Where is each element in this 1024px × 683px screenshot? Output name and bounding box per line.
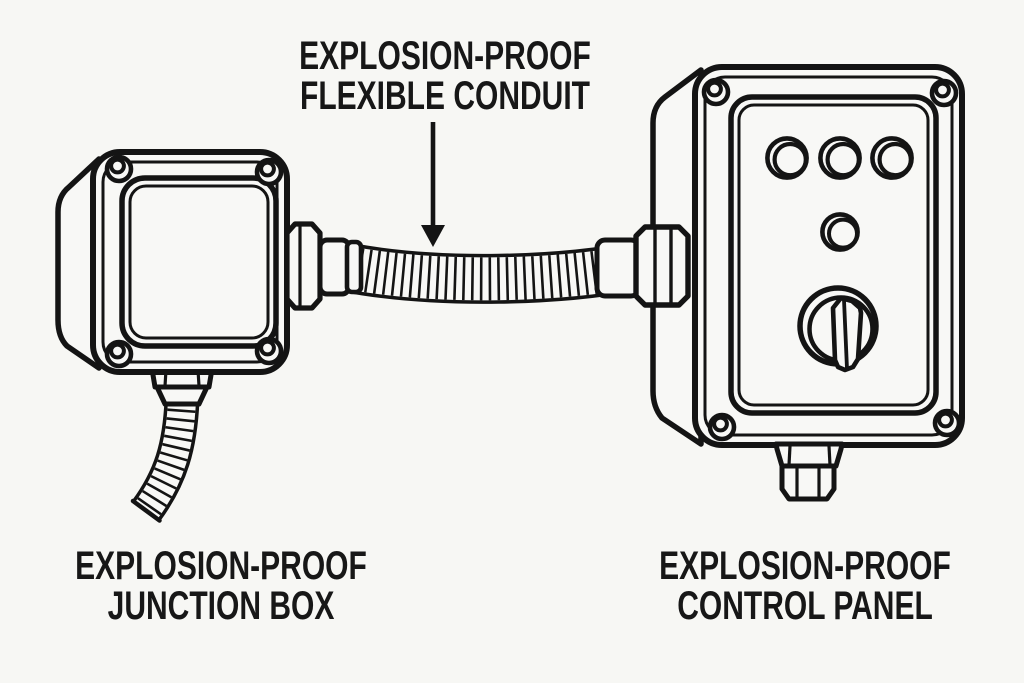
callout-junction-box-line1: EXPLOSION-PROOF (75, 544, 367, 588)
conduit-left-fitting (284, 221, 364, 311)
corner-screw-icon (257, 339, 281, 363)
fitting-collar (317, 237, 352, 297)
indicator-light-icon (767, 138, 806, 177)
callout-flexible-conduit: EXPLOSION-PROOF FLEXIBLE CONDUIT (299, 36, 591, 116)
control-panel-cover-bevel (703, 75, 954, 437)
hex-nut (633, 224, 691, 308)
junction-box-inner-panel-bevel (128, 184, 270, 340)
corner-screw-icon (710, 415, 734, 439)
fitting-ring (344, 239, 364, 295)
conduit-right-fitting (594, 224, 691, 308)
callout-flexible-conduit-line1: EXPLOSION-PROOF (299, 34, 591, 78)
control-panel-drawing (650, 64, 965, 502)
corner-screw-icon (107, 342, 131, 366)
junction-drop-conduit-drawing (130, 399, 200, 523)
rotary-switch (797, 285, 879, 373)
corner-screw-icon (935, 411, 959, 435)
fitting-ferrule (594, 237, 642, 299)
callout-control-panel: EXPLOSION-PROOF CONTROL PANEL (659, 546, 951, 626)
corner-screw-icon (704, 80, 728, 104)
corner-screw-icon (257, 160, 281, 184)
hex-nut (284, 221, 323, 311)
callout-control-panel-line2: CONTROL PANEL (677, 584, 933, 628)
callout-flexible-conduit-line2: FLEXIBLE CONDUIT (299, 74, 590, 118)
down-arrow-icon (421, 122, 445, 247)
junction-box-inner-panel (119, 175, 279, 349)
corner-screw-icon (932, 81, 956, 105)
corner-screw-icon (107, 157, 131, 181)
drop-conduit-end-cut (130, 498, 162, 523)
callout-junction-box-line2: JUNCTION BOX (107, 584, 335, 628)
pilot-light-icon (820, 212, 860, 252)
control-panel-inner-panel-bevel (737, 103, 930, 407)
indicator-light-icon (820, 138, 859, 177)
junction-box-side-wall (55, 156, 102, 371)
junction-box-drawing (55, 149, 290, 375)
callout-junction-box: EXPLOSION-PROOF JUNCTION BOX (75, 546, 367, 626)
indicator-light-icon (872, 138, 911, 177)
control-panel-bottom-fitting (773, 441, 845, 502)
callout-control-panel-line1: EXPLOSION-PROOF (659, 544, 951, 588)
